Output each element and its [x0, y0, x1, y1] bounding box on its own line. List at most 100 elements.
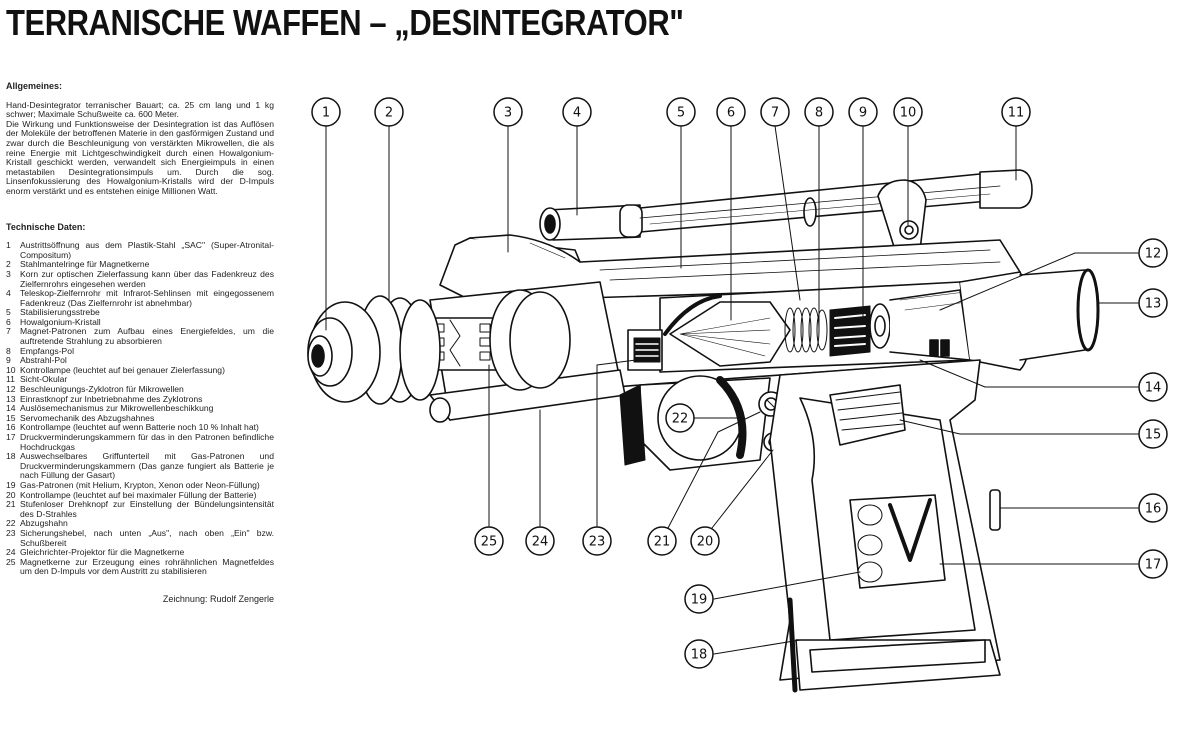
- callout-circle: [493, 97, 523, 127]
- callout-18: 18: [684, 639, 714, 669]
- item-text: Magnetkerne zur Erzeugung eines rohrähnl…: [20, 556, 274, 577]
- leader-lines: [325, 125, 1139, 655]
- item-text: Kontrollampe (leuchtet auf bei genauer Z…: [20, 364, 225, 375]
- callout-circle: [525, 526, 555, 556]
- callout-circle: [374, 97, 404, 127]
- item-number: 21: [6, 499, 16, 510]
- callout-number: 10: [900, 106, 917, 121]
- item-number: 13: [6, 393, 16, 404]
- callout-25: 25: [474, 526, 504, 556]
- item-number: 3: [6, 268, 11, 279]
- callout-19: 19: [684, 584, 714, 614]
- item-number: 4: [6, 288, 11, 299]
- technical-item: 1 Austrittsöffnung aus dem Plastik-Stahl …: [6, 240, 274, 260]
- callout-17: 17: [1138, 549, 1168, 579]
- item-text: Auslösemechanismus zur Mikrowellenbeschi…: [20, 403, 214, 414]
- callout-circle: [716, 97, 746, 127]
- item-text: Druckverminderungskammern für das in den…: [20, 432, 274, 452]
- item-number: 12: [6, 384, 16, 395]
- callout-circle: [562, 97, 592, 127]
- trigger-assembly: [619, 375, 784, 471]
- item-number: 1: [6, 240, 11, 251]
- callout-circle: [647, 526, 677, 556]
- callout-12: 12: [1138, 238, 1168, 268]
- callout-4: 4: [562, 97, 592, 127]
- technical-list: 1 Austrittsöffnung aus dem Plastik-Stahl …: [6, 240, 274, 577]
- callout-6: 6: [716, 97, 746, 127]
- item-number: 7: [6, 326, 11, 337]
- item-text: Gas-Patronen (mit Helium, Krypton, Xenon…: [20, 479, 260, 490]
- technical-item: 20 Kontrollampe (leuchtet auf bei maximal…: [6, 489, 274, 501]
- callout-7: 7: [760, 97, 790, 127]
- item-number: 22: [6, 518, 16, 529]
- callout-number: 24: [532, 535, 549, 550]
- callout-5: 5: [666, 97, 696, 127]
- item-text: Kontrollampe (leuchtet auf bei maximaler…: [20, 489, 257, 500]
- item-text: Stahlmantelringe für Magnetkerne: [20, 259, 150, 270]
- technical-item: 7 Magnet-Patronen zum Aufbau eines Energi…: [6, 327, 274, 346]
- technical-item: 23 Sicherungshebel, nach unten „Aus", nac…: [6, 527, 274, 548]
- callout-number: 22: [672, 412, 689, 427]
- callout-16: 16: [1138, 493, 1168, 523]
- callout-15: 15: [1138, 419, 1168, 449]
- item-text: Abzugshahn: [20, 518, 68, 529]
- item-text: Sicherungshebel, nach unten „Aus", nach …: [20, 527, 274, 548]
- callout-23: 23: [582, 526, 612, 556]
- item-text: Beschleunigungs-Zyklotron für Mikrowelle…: [20, 384, 184, 395]
- callout-circle: [665, 403, 695, 433]
- item-text: Magnet-Patronen zum Aufbau eines Energie…: [20, 326, 274, 347]
- callout-number: 15: [1145, 428, 1162, 443]
- callout-number: 8: [815, 106, 823, 121]
- item-number: 18: [6, 451, 16, 462]
- item-text: Kontrollampe (leuchtet auf wenn Batterie…: [20, 422, 259, 433]
- callout-number: 13: [1145, 297, 1162, 312]
- callout-circle: [893, 97, 923, 127]
- callout-number: 4: [573, 106, 581, 121]
- general-heading: Allgemeines:: [6, 81, 63, 91]
- item-text: Empfangs-Pol: [20, 345, 74, 356]
- callout-3: 3: [493, 97, 523, 127]
- page-title: TERRANISCHE WAFFEN – „DESINTEGRATOR": [6, 2, 684, 43]
- item-text: Einrastknopf zur Inbetriebnahme des Zykl…: [20, 393, 203, 404]
- callout-number: 20: [697, 535, 714, 550]
- item-number: 14: [6, 403, 16, 414]
- callout-circle: [474, 526, 504, 556]
- callout-number: 14: [1145, 381, 1162, 396]
- callout-number: 18: [691, 648, 708, 663]
- callout-9: 9: [848, 97, 878, 127]
- item-number: 23: [6, 527, 16, 538]
- callout-8: 8: [804, 97, 834, 127]
- callout-number: 1: [322, 106, 330, 121]
- barrel: [307, 281, 626, 423]
- technical-item: 24 Gleichrichter-Projektor für die Magnet…: [6, 548, 274, 558]
- item-number: 24: [6, 547, 16, 558]
- item-text: Austrittsöffnung aus dem Plastik-Stahl „…: [20, 240, 274, 260]
- item-number: 20: [6, 489, 16, 500]
- callout-number: 2: [385, 106, 393, 121]
- callout-13: 13: [1138, 288, 1168, 318]
- technical-item: 22 Abzugshahn: [6, 519, 274, 529]
- item-number: 25: [6, 556, 16, 567]
- technical-item: 13 Einrastknopf zur Inbetriebnahme des Zy…: [6, 393, 274, 405]
- callout-number: 9: [859, 106, 867, 121]
- callout-circle: [311, 97, 341, 127]
- item-text: Stabilisierungsstrebe: [20, 307, 100, 318]
- item-text: Gleichrichter-Projektor für die Magnetke…: [20, 547, 185, 558]
- callout-circle: [1138, 419, 1168, 449]
- item-number: 11: [6, 374, 15, 385]
- item-text: Teleskop-Zielfernrohr mit Infrarot-Sehli…: [20, 288, 274, 308]
- callout-20: 20: [690, 526, 720, 556]
- callout-14: 14: [1138, 372, 1168, 402]
- callout-number: 3: [504, 106, 512, 121]
